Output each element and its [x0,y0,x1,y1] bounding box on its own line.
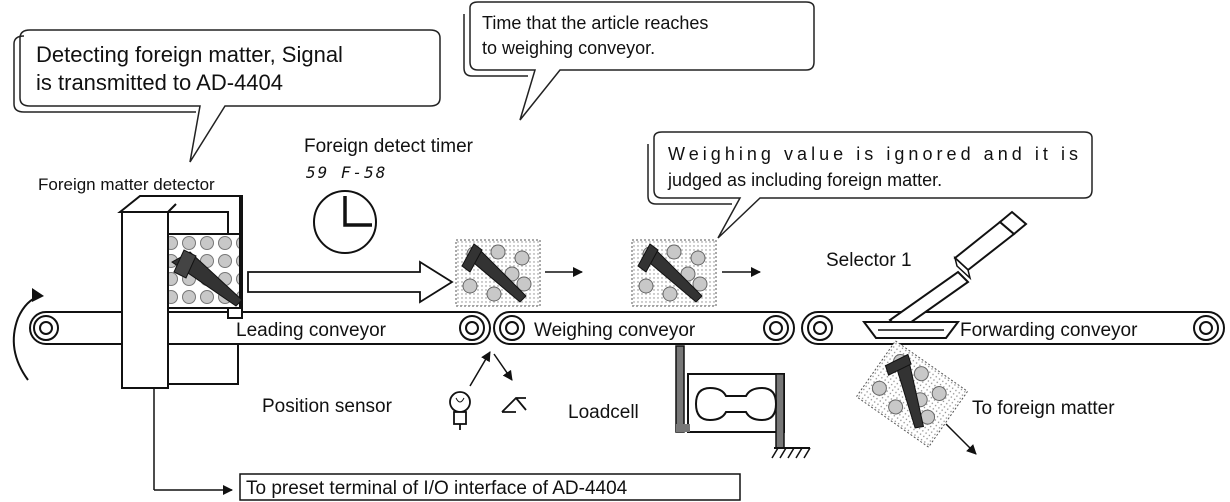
callout-detector: Detecting foreign matter, Signal is tran… [13,29,441,163]
weighing-conveyor-label: Weighing conveyor [534,320,696,341]
foreign-matter-detector [117,195,243,389]
rotation-arrow-icon [12,288,44,381]
ground-icon [771,447,811,459]
product-rejected [855,340,969,448]
weighing-conveyor [493,311,795,345]
signal-line [153,388,233,495]
position-sensor-label: Position sensor [262,396,393,417]
timer-display-readout: 59 F-58 [306,163,387,182]
foreign-detect-timer-label: Foreign detect timer [304,136,474,157]
leading-conveyor-label: Leading conveyor [236,320,387,341]
callout-detector-line1: Detecting foreign matter, Signal [36,42,343,67]
clock-icon [313,190,377,254]
callout-weighing-line2: judged as including foreign matter. [667,170,942,190]
callout-weighing-line1: Weighing value is ignored and it is [668,144,1078,164]
reject-arrow [945,423,977,455]
sensor-beam-out [469,351,491,387]
callout-timer-line1: Time that the article reaches [482,13,708,33]
preset-terminal-box [239,473,741,501]
transfer-arrow-icon [247,260,454,304]
product-article-2 [631,239,717,307]
preset-terminal-label: To preset terminal of I/O interface of A… [246,478,628,499]
selector-arm-icon [862,210,1028,339]
sensor-beam-in [493,353,513,381]
foreign-matter-detector-label: Foreign matter detector [38,175,215,194]
product-article-1 [455,239,541,307]
callout-timer-line2: to weighing conveyor. [482,38,655,58]
selector-label: Selector 1 [826,250,912,271]
loadcell-icon [675,345,785,449]
to-foreign-matter-label: To foreign matter [972,398,1115,419]
forwarding-conveyor-label: Forwarding conveyor [960,320,1138,341]
callout-weighing: Weighing value is ignored and it is judg… [647,131,1093,239]
callout-timer: Time that the article reaches to weighin… [463,1,815,121]
lamp-icon [449,391,471,430]
callout-detector-line2: is transmitted to AD-4404 [36,70,283,95]
sensor-receiver-icon [501,397,527,413]
loadcell-label: Loadcell [568,402,639,423]
